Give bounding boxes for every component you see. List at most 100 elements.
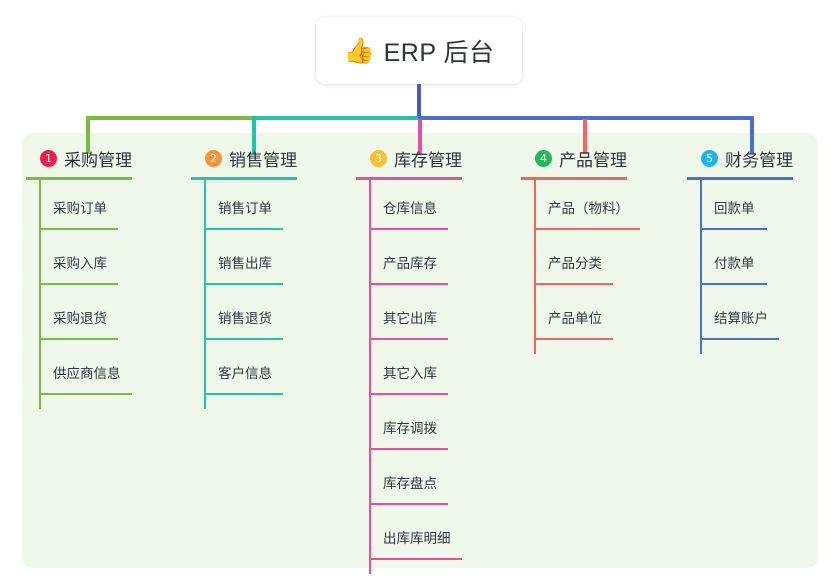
branch-item[interactable]: 采购退货	[26, 299, 132, 354]
branch-title: 财务管理	[725, 150, 793, 170]
branch-item-underline	[535, 338, 613, 340]
branch-item-underline	[205, 228, 283, 230]
bus-segment-3	[418, 116, 754, 120]
branch-item-label: 供应商信息	[53, 366, 121, 381]
branch-drop-connector-3	[418, 119, 422, 154]
branch-item-underline	[40, 338, 118, 340]
branch-item[interactable]: 其它出库	[356, 299, 462, 354]
bus-segment-1	[86, 116, 254, 120]
branch-item-list: 回款单付款单结算账户	[687, 180, 793, 354]
branch-item[interactable]: 产品单位	[521, 299, 629, 354]
branch-item-label: 产品库存	[383, 256, 437, 271]
branch-column-销售管理: 2 销售管理销售订单销售出库销售退货客户信息	[191, 146, 297, 409]
branch-column-产品管理: 4 产品管理产品（物料） 产品分类产品单位	[521, 146, 640, 354]
branch-item-label: 采购入库	[53, 256, 107, 271]
branch-item[interactable]: 产品分类	[521, 244, 629, 299]
branch-header-销售管理[interactable]: 2 销售管理	[191, 146, 297, 170]
branch-item[interactable]: 付款单	[687, 244, 793, 299]
root-node[interactable]: 👍 ERP 后台	[316, 17, 522, 84]
branch-item-label: 销售退货	[218, 311, 272, 326]
branch-underline	[191, 177, 297, 180]
branch-drop-connector-5	[750, 119, 754, 154]
branch-item[interactable]: 供应商信息	[26, 354, 132, 409]
branch-item[interactable]: 产品（物料）	[521, 189, 640, 244]
branch-item-underline	[701, 283, 767, 285]
branch-item-underline	[205, 283, 283, 285]
branch-item[interactable]: 其它入库	[356, 354, 462, 409]
branch-title: 销售管理	[229, 150, 297, 170]
branches-panel	[22, 133, 818, 568]
branch-index-badge: 2	[205, 149, 222, 167]
branch-item-underline	[205, 393, 283, 395]
branch-item-list: 采购订单采购入库采购退货供应商信息	[26, 180, 132, 409]
branch-item-underline	[370, 228, 448, 230]
branch-item[interactable]: 仓库信息	[356, 189, 462, 244]
branch-spine-connector	[534, 180, 536, 354]
branch-item[interactable]: 销售出库	[191, 244, 297, 299]
root-title: ERP 后台	[383, 38, 495, 67]
branch-underline	[356, 177, 462, 180]
branch-item-underline	[370, 338, 448, 340]
branch-drop-connector-4	[583, 119, 587, 154]
branch-item[interactable]: 库存盘点	[356, 464, 462, 519]
branch-item-label: 产品分类	[548, 256, 602, 271]
root-trunk-connector	[417, 84, 421, 118]
branch-title: 库存管理	[394, 150, 462, 170]
branch-drop-connector-2	[252, 119, 256, 154]
branch-item-list: 仓库信息产品库存其它出库其它入库库存调拨库存盘点出库库明细	[356, 180, 462, 574]
branch-title: 产品管理	[559, 150, 627, 170]
branch-item-underline	[370, 283, 448, 285]
branch-underline	[687, 177, 793, 180]
branch-spine-connector	[369, 180, 371, 574]
branch-item[interactable]: 销售订单	[191, 189, 297, 244]
bus-segment-2	[252, 116, 420, 120]
branch-item[interactable]: 回款单	[687, 189, 793, 244]
branch-item-underline	[40, 393, 132, 395]
branch-item-label: 客户信息	[218, 366, 272, 381]
branch-item-label: 销售订单	[218, 201, 272, 216]
branch-item-label: 采购订单	[53, 201, 107, 216]
branch-item-underline	[701, 338, 779, 340]
branch-item-label: 付款单	[714, 256, 755, 271]
branch-item[interactable]: 采购订单	[26, 189, 132, 244]
branch-item-label: 采购退货	[53, 311, 107, 326]
branch-underline	[521, 177, 627, 180]
branch-item-underline	[370, 503, 448, 505]
branch-item-list: 产品（物料） 产品分类产品单位	[521, 180, 640, 354]
branch-spine-connector	[700, 180, 702, 354]
branch-item-underline	[701, 228, 767, 230]
branch-item-underline	[370, 393, 448, 395]
branch-item[interactable]: 出库库明细	[356, 519, 462, 574]
branch-item-underline	[535, 283, 613, 285]
branch-index-badge: 1	[40, 149, 57, 167]
branch-item-underline	[205, 338, 283, 340]
branch-drop-connector-1	[86, 119, 90, 154]
branch-item-underline	[535, 228, 640, 230]
branch-item[interactable]: 结算账户	[687, 299, 793, 354]
branch-item[interactable]: 客户信息	[191, 354, 297, 409]
branch-item-label: 产品单位	[548, 311, 602, 326]
branch-item-list: 销售订单销售出库销售退货客户信息	[191, 180, 297, 409]
branch-item-label: 销售出库	[218, 256, 272, 271]
branch-item-label: 其它出库	[383, 311, 437, 326]
branch-item[interactable]: 销售退货	[191, 299, 297, 354]
branch-item[interactable]: 库存调拨	[356, 409, 462, 464]
branch-header-产品管理[interactable]: 4 产品管理	[521, 146, 629, 170]
branch-index-badge: 4	[535, 149, 552, 167]
branch-spine-connector	[39, 180, 41, 409]
branch-item[interactable]: 产品库存	[356, 244, 462, 299]
branch-item-label: 其它入库	[383, 366, 437, 381]
branch-item-label: 产品（物料）	[548, 201, 629, 216]
branch-item-underline	[40, 283, 118, 285]
branch-item[interactable]: 采购入库	[26, 244, 132, 299]
branch-item-label: 出库库明细	[383, 531, 451, 546]
branch-item-label: 结算账户	[714, 311, 768, 326]
branch-spine-connector	[204, 180, 206, 409]
